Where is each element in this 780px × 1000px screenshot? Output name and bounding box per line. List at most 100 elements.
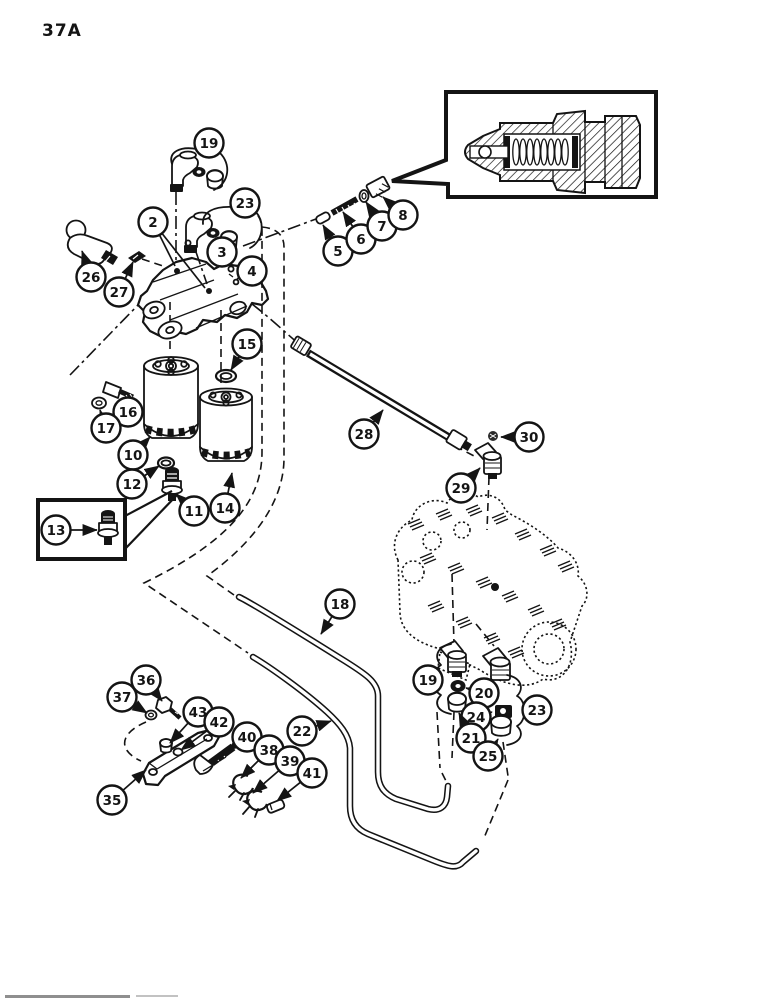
callout-number: 7 <box>377 219 386 235</box>
vent-screws <box>184 239 240 286</box>
callout-number: 2 <box>148 215 157 231</box>
callout-circle[interactable] <box>116 468 148 500</box>
callout-number: 29 <box>452 481 471 497</box>
callout-20[interactable]: 20 <box>465 677 500 709</box>
callout-42[interactable]: 42 <box>180 706 235 751</box>
callout-circle[interactable] <box>90 412 122 444</box>
clamp-40 <box>193 743 236 775</box>
callout-circle[interactable] <box>193 127 225 159</box>
callout-23[interactable]: 23 <box>229 187 261 219</box>
callout-number: 30 <box>520 430 539 446</box>
callout-40[interactable]: 40 <box>227 721 263 753</box>
callout-5[interactable]: 5 <box>322 224 354 267</box>
callout-19[interactable]: 19 <box>412 664 444 696</box>
callout-11[interactable]: 11 <box>175 493 210 527</box>
nut-30 <box>488 431 498 441</box>
callout-circle[interactable] <box>324 588 356 620</box>
nut-37 <box>144 709 158 721</box>
callout-number: 24 <box>467 710 486 726</box>
callout-30[interactable]: 30 <box>500 421 545 453</box>
callout-circle[interactable] <box>236 255 268 287</box>
tube-22 <box>249 653 480 870</box>
callout-number: 12 <box>123 477 142 493</box>
callout-22[interactable]: 22 <box>286 715 332 747</box>
callout-10[interactable]: 10 <box>117 436 151 471</box>
callout-circle[interactable] <box>445 472 477 504</box>
callout-circle[interactable] <box>296 757 328 789</box>
oring-15 <box>214 368 238 384</box>
callout-8[interactable]: 8 <box>382 196 419 231</box>
callout-3[interactable]: 3 <box>206 236 238 268</box>
callout-37[interactable]: 37 <box>106 681 148 714</box>
callout-circle[interactable] <box>75 261 107 293</box>
callout-4[interactable]: 4 <box>236 255 268 287</box>
callout-circle[interactable] <box>412 664 444 696</box>
bracket-35 <box>141 727 221 787</box>
callout-circle[interactable] <box>103 276 135 308</box>
callout-circle[interactable] <box>387 199 419 231</box>
callout-16[interactable]: 16 <box>112 396 144 428</box>
callout-circle[interactable] <box>286 715 318 747</box>
callout-circle[interactable] <box>206 236 238 268</box>
callout-19[interactable]: 19 <box>193 127 225 159</box>
callout-27[interactable]: 27 <box>103 261 135 308</box>
callout-2[interactable]: 2 <box>137 206 206 289</box>
callout-circle[interactable] <box>112 396 144 428</box>
callout-number: 40 <box>238 730 257 746</box>
valve-part-13 <box>97 510 119 545</box>
callout-28[interactable]: 28 <box>348 409 384 450</box>
callout-18[interactable]: 18 <box>320 588 356 635</box>
callout-15[interactable]: 15 <box>230 328 263 371</box>
callout-circle[interactable] <box>178 495 210 527</box>
nut-17 <box>91 396 107 410</box>
callout-circle[interactable] <box>348 418 380 450</box>
callout-number: 42 <box>210 715 229 731</box>
callout-circle[interactable] <box>521 694 553 726</box>
oring-12 <box>156 456 176 470</box>
callout-number: 18 <box>331 597 350 613</box>
nipple-27 <box>128 251 146 263</box>
injection-pump <box>393 492 588 686</box>
callout-number: 5 <box>333 244 342 260</box>
callout-13[interactable]: 13 <box>40 514 98 546</box>
callout-14[interactable]: 14 <box>209 472 241 524</box>
callout-circle[interactable] <box>472 740 504 772</box>
callout-23[interactable]: 23 <box>521 694 553 726</box>
callout-circle[interactable] <box>40 514 72 546</box>
callout-circle[interactable] <box>137 206 169 238</box>
callout-number: 38 <box>260 743 279 759</box>
callout-25[interactable]: 25 <box>472 738 504 772</box>
callout-number: 14 <box>216 501 235 517</box>
callout-36[interactable]: 36 <box>130 664 163 702</box>
callout-circle[interactable] <box>231 328 263 360</box>
callout-number: 13 <box>47 523 66 539</box>
brace-23-right <box>249 211 263 249</box>
fitting-group-23 <box>184 211 238 253</box>
elbow-29 <box>474 442 502 479</box>
callout-circle[interactable] <box>203 706 235 738</box>
callout-41[interactable]: 41 <box>276 757 328 802</box>
bolt-36 <box>155 696 182 720</box>
callout-circle[interactable] <box>209 492 241 524</box>
callout-35[interactable]: 35 <box>96 769 147 816</box>
callout-number: 8 <box>398 208 407 224</box>
callout-number: 27 <box>110 285 129 301</box>
callout-number: 16 <box>119 405 138 421</box>
callout-number: 35 <box>103 793 122 809</box>
tube-18 <box>235 593 452 813</box>
callout-circle[interactable] <box>513 421 545 453</box>
callout-26[interactable]: 26 <box>75 250 107 293</box>
brace-23-left <box>202 206 234 225</box>
locknut-43 <box>159 738 173 754</box>
callout-17[interactable]: 17 <box>90 409 122 444</box>
callout-circle[interactable] <box>130 664 162 696</box>
callout-29[interactable]: 29 <box>445 467 481 504</box>
callout-circle[interactable] <box>96 784 128 816</box>
fitting-11 <box>161 467 183 501</box>
callout-12[interactable]: 12 <box>116 465 160 500</box>
callout-number: 28 <box>355 427 374 443</box>
callout-circle[interactable] <box>106 681 138 713</box>
callout-number: 6 <box>356 232 365 248</box>
callout-circle[interactable] <box>229 187 261 219</box>
